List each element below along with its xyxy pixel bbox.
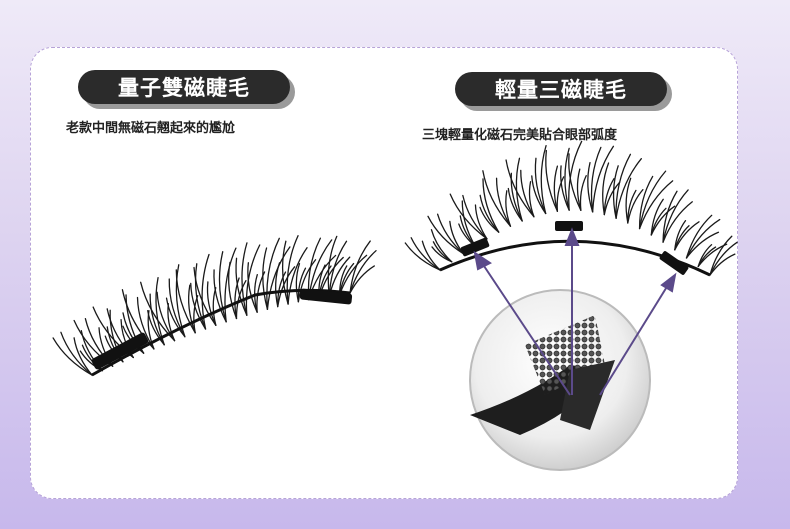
left-title: 量子雙磁睫毛 xyxy=(118,76,250,100)
right-magnet-3 xyxy=(659,251,689,275)
right-caption: 三塊輕量化磁石完美貼合眼部弧度 xyxy=(422,128,618,143)
right-title: 輕量三磁睫毛 xyxy=(495,78,627,102)
magnet-magnifier xyxy=(469,227,677,471)
right-magnet-1 xyxy=(460,237,490,257)
right-magnet-2 xyxy=(555,221,583,231)
left-title-badge: 量子雙磁睫毛 xyxy=(78,70,290,104)
arrow-left xyxy=(481,262,571,396)
left-magnet-2 xyxy=(299,288,353,305)
left-lash-illustration xyxy=(52,235,377,377)
left-caption: 老款中間無磁石翹起來的尷尬 xyxy=(66,121,236,136)
arrow-right xyxy=(599,284,669,396)
right-lash-illustration xyxy=(404,140,738,277)
left-magnet-1 xyxy=(91,332,149,370)
right-title-badge: 輕量三磁睫毛 xyxy=(455,72,667,106)
